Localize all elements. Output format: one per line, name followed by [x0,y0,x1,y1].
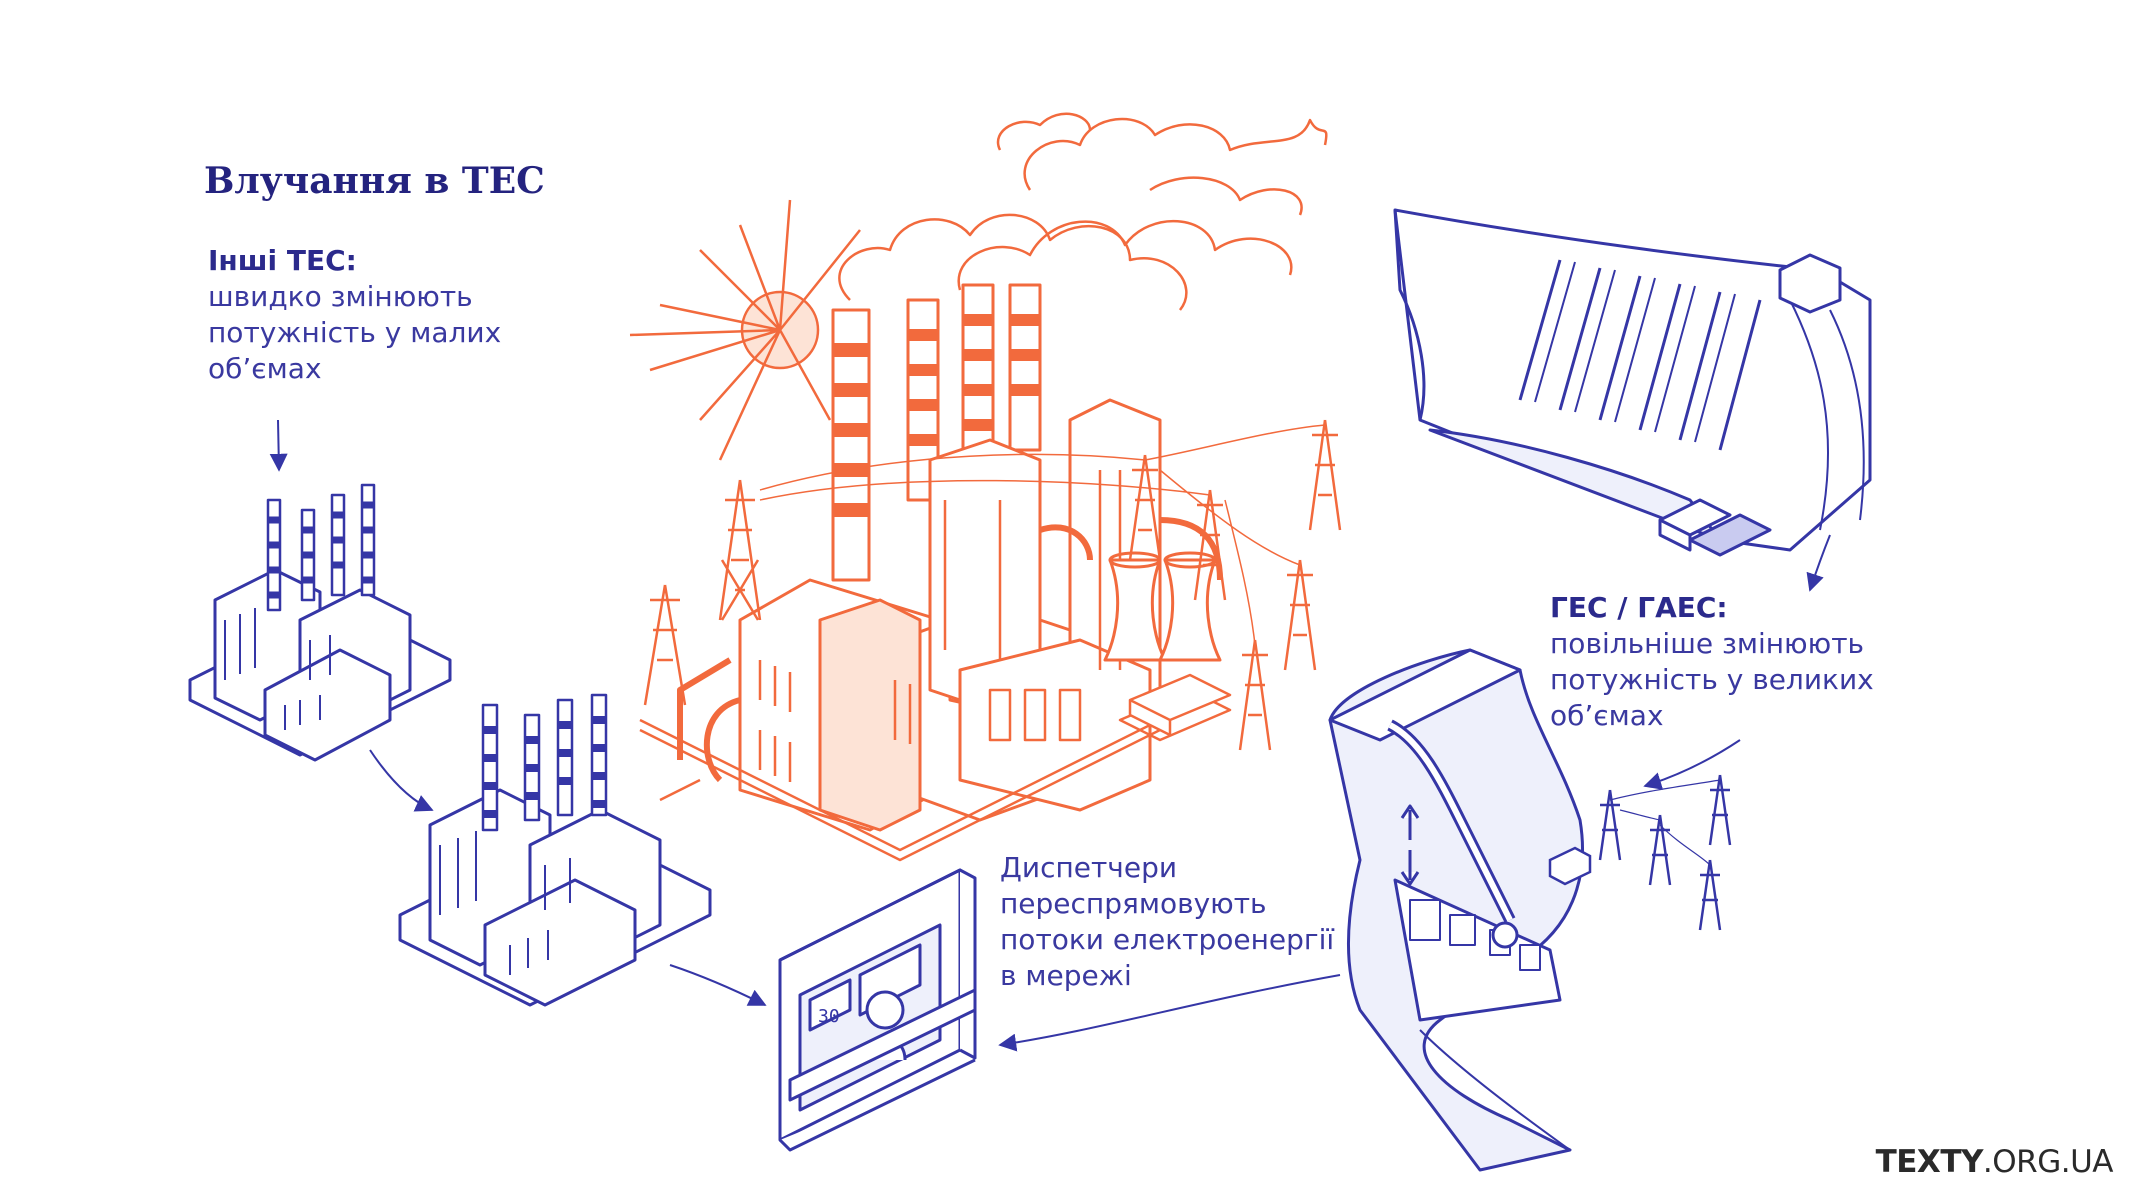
turbine-machinery [1409,899,1541,971]
arrow-plant2-to-booth [669,964,767,1006]
hydro-line: об’ємах [1550,699,1664,732]
power-lines [759,424,1326,646]
hydro-dam [1393,208,1872,557]
explosion-icon [629,199,861,461]
page-title: Влучання в ТЕС [204,160,545,202]
water-up-arrow-icon [1400,804,1420,840]
arrow-hydro-to-booth [998,974,1341,1052]
arrow-dam-down [1806,534,1831,592]
building-windows [758,470,1122,782]
water-down-arrow-icon [1400,850,1420,886]
logo-bold: TEXTY [1875,1144,1984,1180]
flow-arrows [269,419,1831,1052]
other-tes-line: швидко змінюють [208,280,473,313]
dispatch-line: Диспетчери [1000,851,1178,884]
other-tes-plant-1 [188,483,452,762]
logo-rest: .ORG.UA [1982,1144,2114,1180]
dispatch-line: потоки електроенергії [1000,923,1335,956]
smoke-cloud [838,112,1328,311]
site-logo[interactable]: TEXTY.ORG.UA [1875,1144,2114,1180]
other-tes-heading: Інші ТЕС: [208,244,357,277]
dispatch-caption: Диспетчери переспрямовують потоки електр… [1000,850,1400,994]
hydro-caption: ГЕС / ГАЕС: повільніше змінюють потужніс… [1550,590,1970,734]
dispatcher-booth: 30 [778,868,977,1152]
arrow-hydro-text-to-pylons [1643,739,1741,790]
hydro-power-pylons [1548,774,1732,931]
spillways [1518,259,1762,451]
cooling-towers [1103,551,1222,662]
chimneys-2 [481,693,608,832]
pumped-storage-station [1328,648,1584,1172]
arrow-text-to-plant [269,419,288,472]
chimneys-1 [266,483,376,612]
other-tes-line: потужність у малих [208,316,502,349]
plant-platform [639,718,1161,862]
monitor-display: 30 [818,1006,840,1027]
damaged-power-plant [629,112,1342,862]
plant-buildings [738,398,1162,832]
hydro-line: повільніше змінюють [1550,627,1865,660]
arrow-plant1-to-plant2 [369,749,434,812]
dispatch-line: в мережі [1000,959,1132,992]
hydro-heading: ГЕС / ГАЕС: [1550,591,1728,624]
other-tes-line: об’ємах [208,352,322,385]
dispatcher-icon [865,990,905,1030]
power-pylons [643,419,1342,751]
other-tes-plant-2 [398,693,712,1007]
dispatch-line: переспрямовують [1000,887,1267,920]
hydro-line: потужність у великих [1550,663,1874,696]
other-tes-caption: Інші ТЕС: швидко змінюють потужність у м… [208,243,568,387]
plant-pipes [677,517,1223,783]
